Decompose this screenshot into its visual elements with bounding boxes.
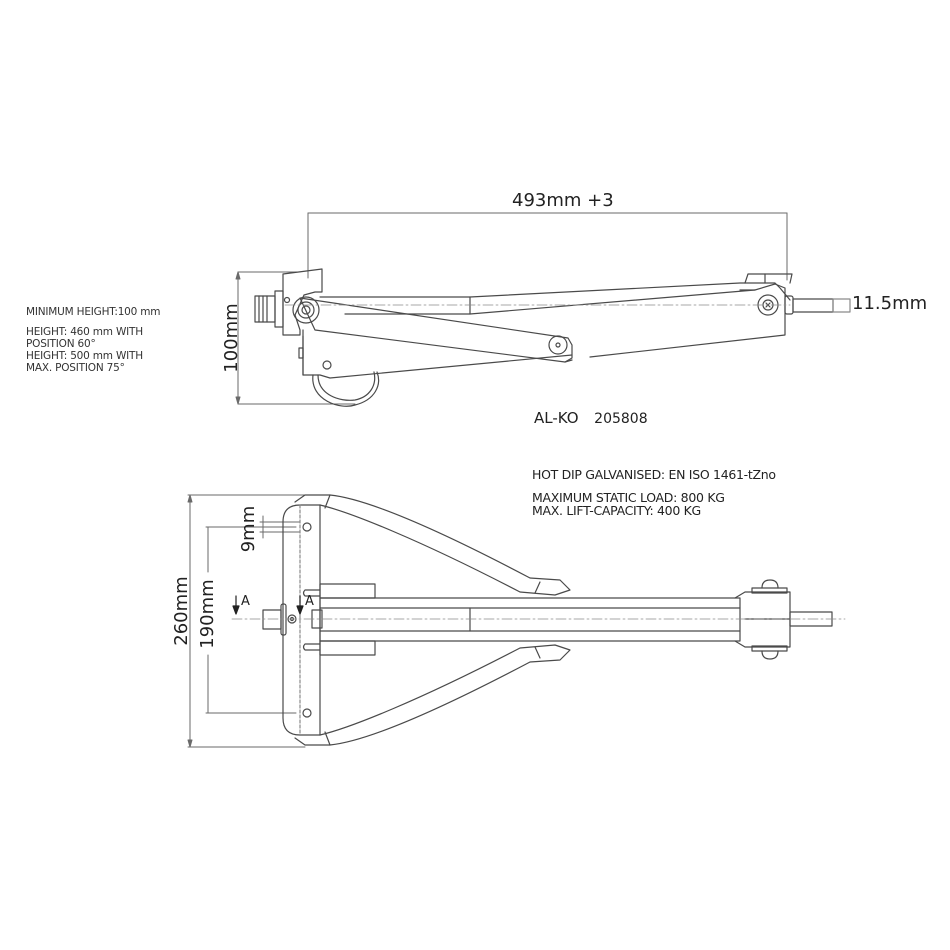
lower-arm [295, 645, 570, 745]
static-load-spec: MAXIMUM STATIC LOAD: 800 KG [532, 490, 725, 505]
overall-width-dimension-label: 260mm [171, 576, 192, 646]
product-id: AL-KO 205808 [534, 409, 648, 427]
top-view [188, 495, 845, 747]
end-housing [590, 284, 785, 357]
height-dimension-line [236, 272, 355, 404]
main-beam [312, 584, 740, 655]
crank-shaft [263, 604, 296, 635]
hole-diameter-dimension-label: 9mm [238, 505, 259, 553]
side-view [236, 213, 850, 406]
height-60-note-line2: POSITION 60° [26, 338, 96, 350]
section-marker-left: A [241, 594, 250, 609]
length-dimension-line [308, 213, 787, 280]
diagonal-arm [300, 298, 572, 362]
upper-arm [295, 495, 570, 595]
part-number: 205808 [594, 411, 648, 427]
overall-width-dimension [188, 495, 305, 747]
length-dimension-label: 493mm +3 [512, 190, 614, 211]
pin-diameter-dimension-label: 11.5mm [852, 293, 928, 314]
upper-tube [320, 297, 470, 314]
hole-spacing-dimension-label: 190mm [197, 574, 219, 654]
base-plate [283, 505, 320, 735]
height-75-note-line2: MAX. POSITION 75° [26, 362, 125, 374]
section-arrows [233, 596, 303, 614]
lift-capacity-spec: MAX. LIFT-CAPACITY: 400 KG [532, 503, 701, 518]
main-pivot [293, 297, 319, 323]
min-height-dimension-label: 100mm [221, 303, 242, 373]
lower-body [303, 330, 572, 378]
galvanised-spec: HOT DIP GALVANISED: EN ISO 1461-tZno [532, 467, 776, 482]
minimum-height-note: MINIMUM HEIGHT:100 mm [26, 306, 161, 318]
height-60-note-line1: HEIGHT: 460 mm WITH [26, 326, 143, 338]
axle-pin [785, 296, 850, 314]
crank-head [255, 291, 283, 327]
section-marker-right: A [305, 594, 314, 609]
foot-plate [313, 372, 379, 406]
hole-diameter-dimension [260, 516, 300, 538]
fork-end [735, 580, 832, 659]
height-75-note-line1: HEIGHT: 500 mm WITH [26, 350, 143, 362]
hole-spacing-dimension [206, 527, 296, 713]
brand-name: AL-KO [534, 409, 579, 427]
